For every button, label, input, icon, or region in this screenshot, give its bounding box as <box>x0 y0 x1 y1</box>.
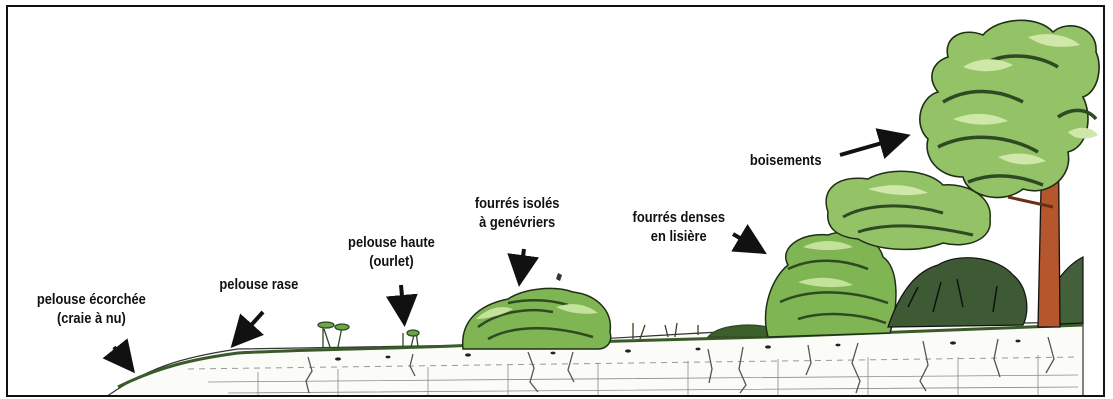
label-fourres-denses-line1: fourrés denses <box>633 208 725 227</box>
arrow-fourres-isoles <box>520 249 524 279</box>
label-fourres-denses-line2: en lisière <box>633 227 725 246</box>
label-boisements: boisements <box>750 151 822 170</box>
label-pelouse-ecorchee-line2: (craie à nu) <box>37 309 146 328</box>
arrow-boisements <box>840 137 903 155</box>
arrow-fourres-denses <box>733 234 760 250</box>
arrow-pelouse-ecorchee <box>114 347 130 367</box>
label-fourres-isoles-line1: fourrés isolés <box>475 194 560 213</box>
dense-edge-shrubs <box>766 232 896 337</box>
label-pelouse-ecorchee: pelouse écorchée (craie à nu) <box>37 290 146 328</box>
label-fourres-isoles: fourrés isolés à genévriers <box>475 194 560 232</box>
label-fourres-denses: fourrés denses en lisière <box>633 208 725 246</box>
arrow-pelouse-rase <box>236 312 263 342</box>
label-pelouse-haute-line1: pelouse haute <box>348 233 435 252</box>
illustration-frame: pelouse écorchée (craie à nu) pelouse ra… <box>6 5 1105 397</box>
label-pelouse-rase-line1: pelouse rase <box>219 275 298 294</box>
isolated-juniper-shrub <box>463 273 611 349</box>
label-pelouse-haute-line2: (ourlet) <box>348 252 435 271</box>
label-pelouse-ecorchee-line1: pelouse écorchée <box>37 290 146 309</box>
arrow-pelouse-haute <box>401 285 404 319</box>
label-pelouse-rase: pelouse rase <box>219 275 298 294</box>
label-pelouse-haute: pelouse haute (ourlet) <box>348 233 435 271</box>
label-fourres-isoles-line2: à genévriers <box>475 213 560 232</box>
label-boisements-line1: boisements <box>750 151 822 170</box>
